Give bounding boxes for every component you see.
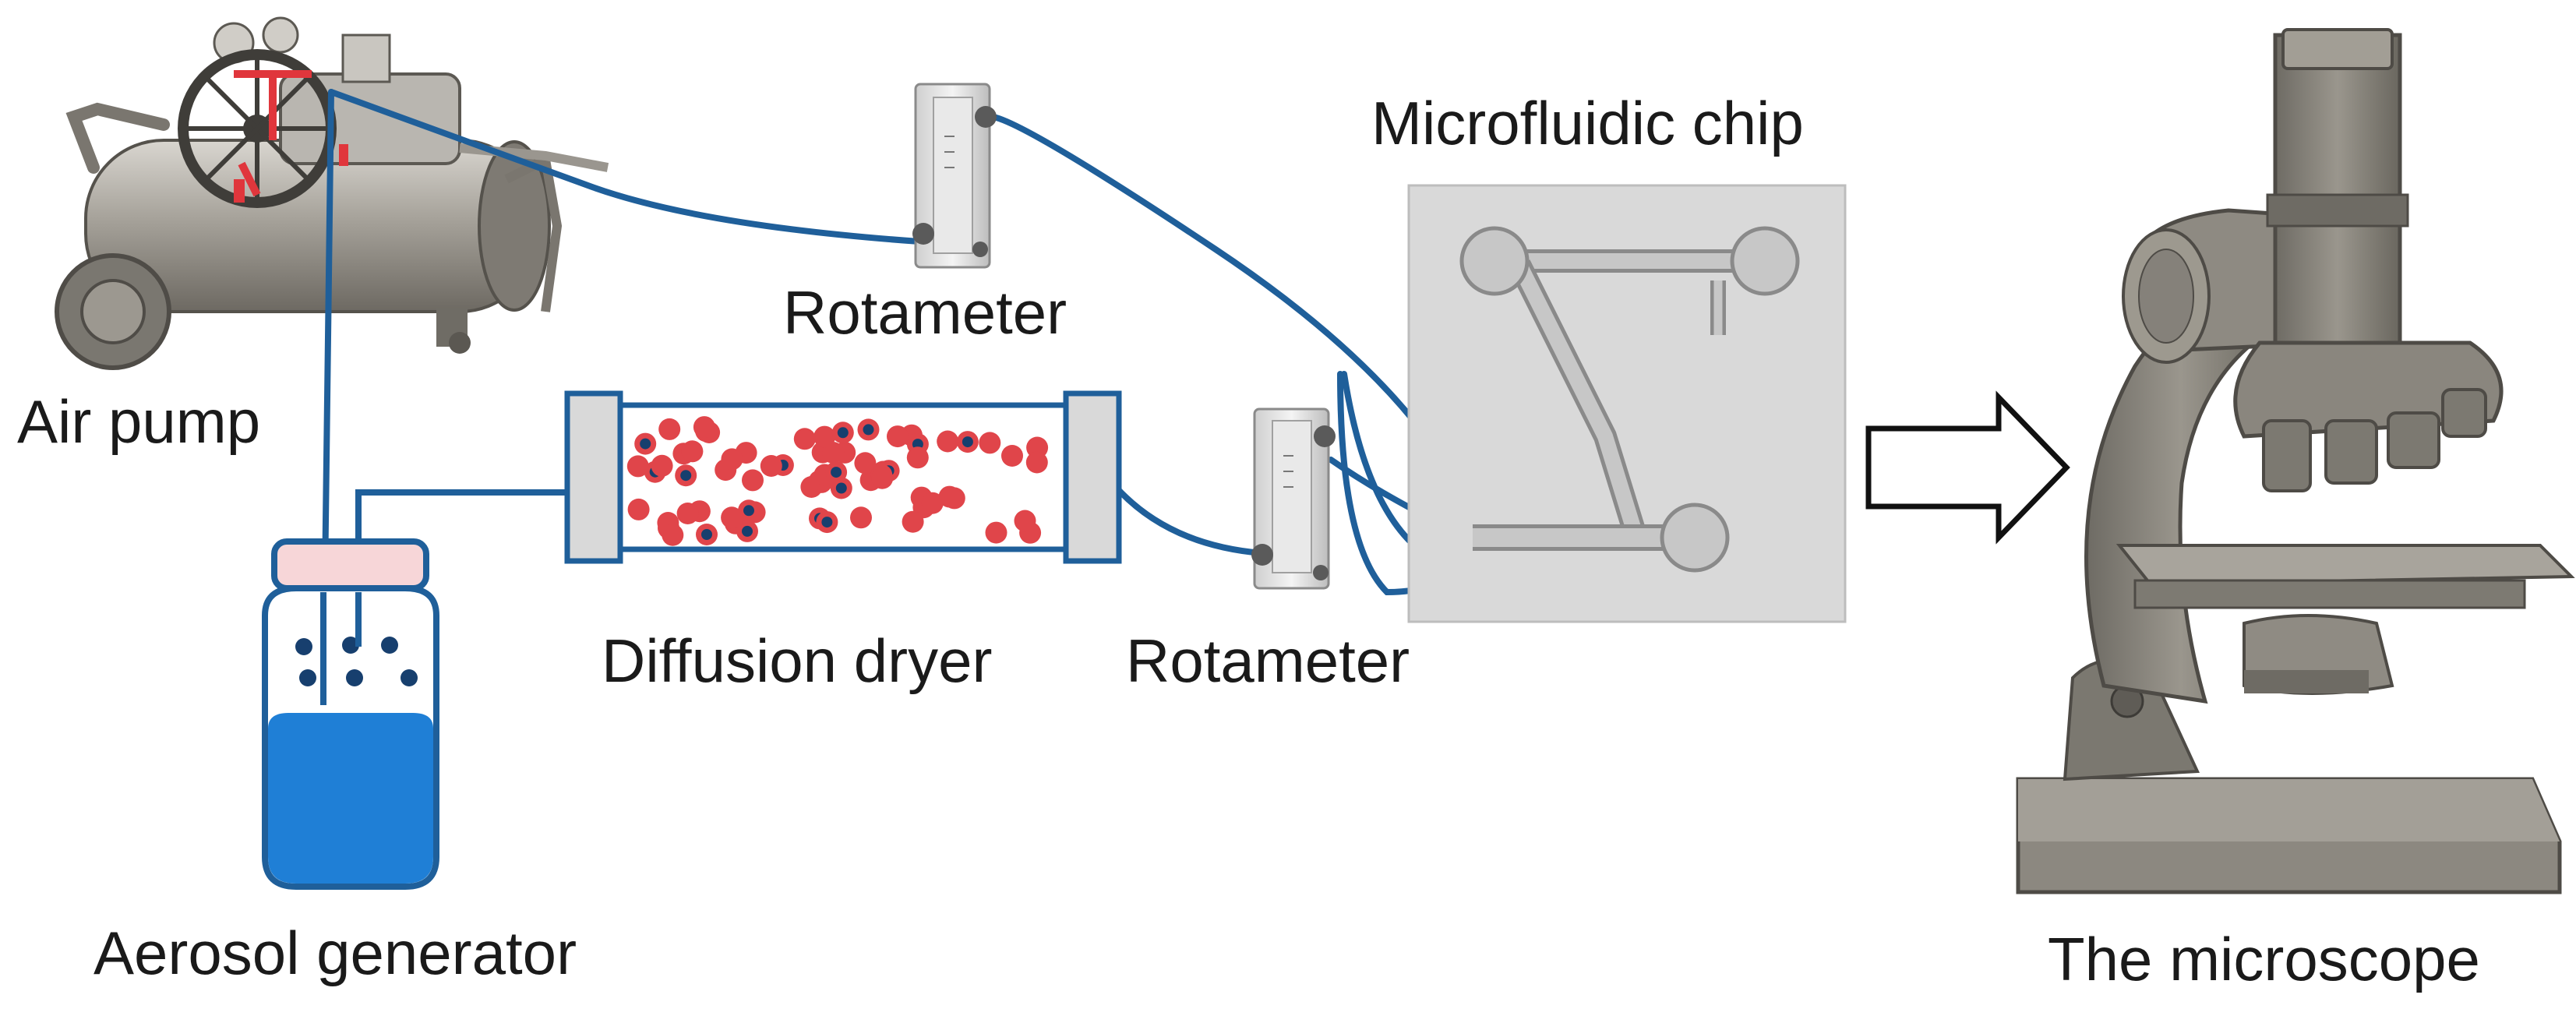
microscope-label: The microscope [2048, 925, 2480, 993]
aerosol-bottle-icon [262, 538, 439, 890]
rotameter-top-icon [912, 83, 997, 269]
dryer-particle [887, 425, 909, 448]
dryer-particle [985, 521, 1007, 544]
dryer-particle-core [821, 517, 833, 528]
dryer-particle-core [680, 470, 692, 482]
aerosol-generator-label: Aerosol generator [94, 919, 577, 987]
dryer-particle [676, 503, 699, 524]
aerosol-particles [295, 637, 418, 686]
dryer-particle [854, 452, 877, 474]
dryer-particle [627, 498, 650, 520]
dryer-particle [979, 432, 1001, 454]
dryer-particle [871, 467, 894, 489]
dryer-particle [662, 524, 684, 546]
microfluidic-chip-label: Microfluidic chip [1371, 89, 1804, 157]
dryer-particle [1001, 445, 1023, 467]
dryer-particle-core [831, 467, 842, 478]
dryer-particle-core [701, 529, 712, 540]
dryer-particle [850, 506, 872, 529]
dryer-particle-core [837, 427, 849, 439]
dryer-particle [760, 455, 782, 477]
dryer-particle-core [912, 439, 923, 450]
dryer-particle [937, 430, 959, 453]
dryer-particle [721, 506, 743, 529]
dryer-particle [693, 416, 715, 439]
dryer-particle-core [863, 424, 874, 436]
diffusion-dryer-icon [564, 390, 1122, 564]
rotameter-top-label: Rotameter [783, 278, 1067, 347]
dryer-particle [1025, 451, 1048, 474]
dryer-particle-core [962, 436, 973, 448]
dryer-particle [626, 455, 649, 478]
dryer-particle [658, 418, 681, 440]
arrow-right-icon [1865, 390, 2070, 545]
diffusion-dryer-label: Diffusion dryer [602, 626, 992, 695]
dryer-particle [721, 448, 743, 471]
dryer-particle [651, 454, 673, 477]
dryer-particle-core [835, 482, 847, 494]
dryer-particle [902, 510, 924, 533]
dryer-particle [921, 492, 944, 514]
rotameter-bottom-label: Rotameter [1126, 626, 1410, 695]
dryer-particle [813, 425, 836, 448]
dryer-particle [906, 446, 929, 469]
air-pump-icon [55, 16, 609, 370]
dryer-particle [938, 485, 961, 508]
dryer-particle [742, 469, 764, 492]
microfluidic-chip-icon [1407, 184, 1847, 623]
air-pump-label: Air pump [17, 387, 260, 456]
dryer-particle-core [743, 505, 754, 517]
dryer-particle [793, 428, 816, 450]
rotameter-bottom-icon [1251, 407, 1336, 590]
dryer-particle-core [640, 438, 651, 450]
dryer-particle [681, 440, 704, 463]
microscope-icon [2016, 28, 2575, 894]
dryer-particle-core [742, 525, 753, 537]
dryer-particle [1014, 510, 1036, 532]
dryer-particles [626, 416, 1049, 546]
